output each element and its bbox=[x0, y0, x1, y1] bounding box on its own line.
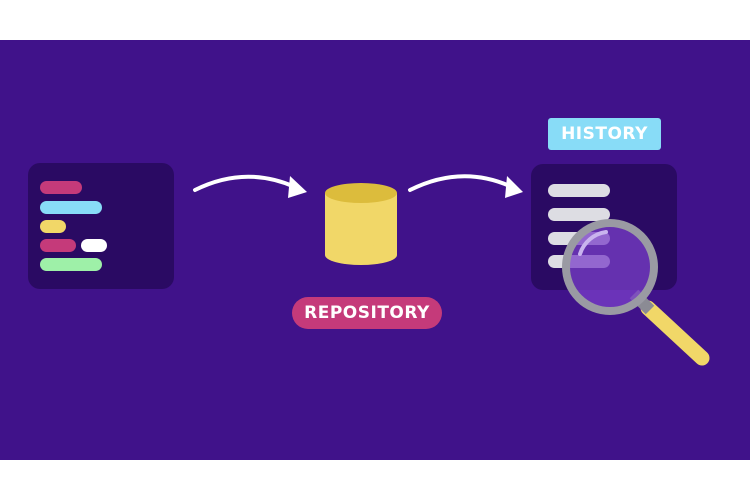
code-line bbox=[40, 220, 66, 233]
magnifying-glass-icon bbox=[562, 219, 710, 366]
magnifier-layer bbox=[562, 219, 710, 366]
diagram-graphics bbox=[193, 174, 523, 265]
code-line bbox=[40, 258, 102, 271]
repository-label: REPOSITORY bbox=[292, 297, 442, 329]
history-label: HISTORY bbox=[548, 118, 661, 150]
code-line bbox=[40, 201, 102, 214]
code-line bbox=[40, 181, 82, 194]
code-panel bbox=[28, 163, 174, 289]
history-entry bbox=[548, 208, 610, 221]
diagram-canvas: HISTORY REPOSITORY bbox=[0, 40, 750, 460]
code-line bbox=[81, 239, 107, 252]
code-line bbox=[40, 239, 76, 252]
history-entry bbox=[548, 184, 610, 197]
curved-arrow-icon bbox=[193, 174, 307, 198]
database-cylinder-icon bbox=[325, 183, 397, 265]
curved-arrow-icon bbox=[408, 174, 523, 198]
